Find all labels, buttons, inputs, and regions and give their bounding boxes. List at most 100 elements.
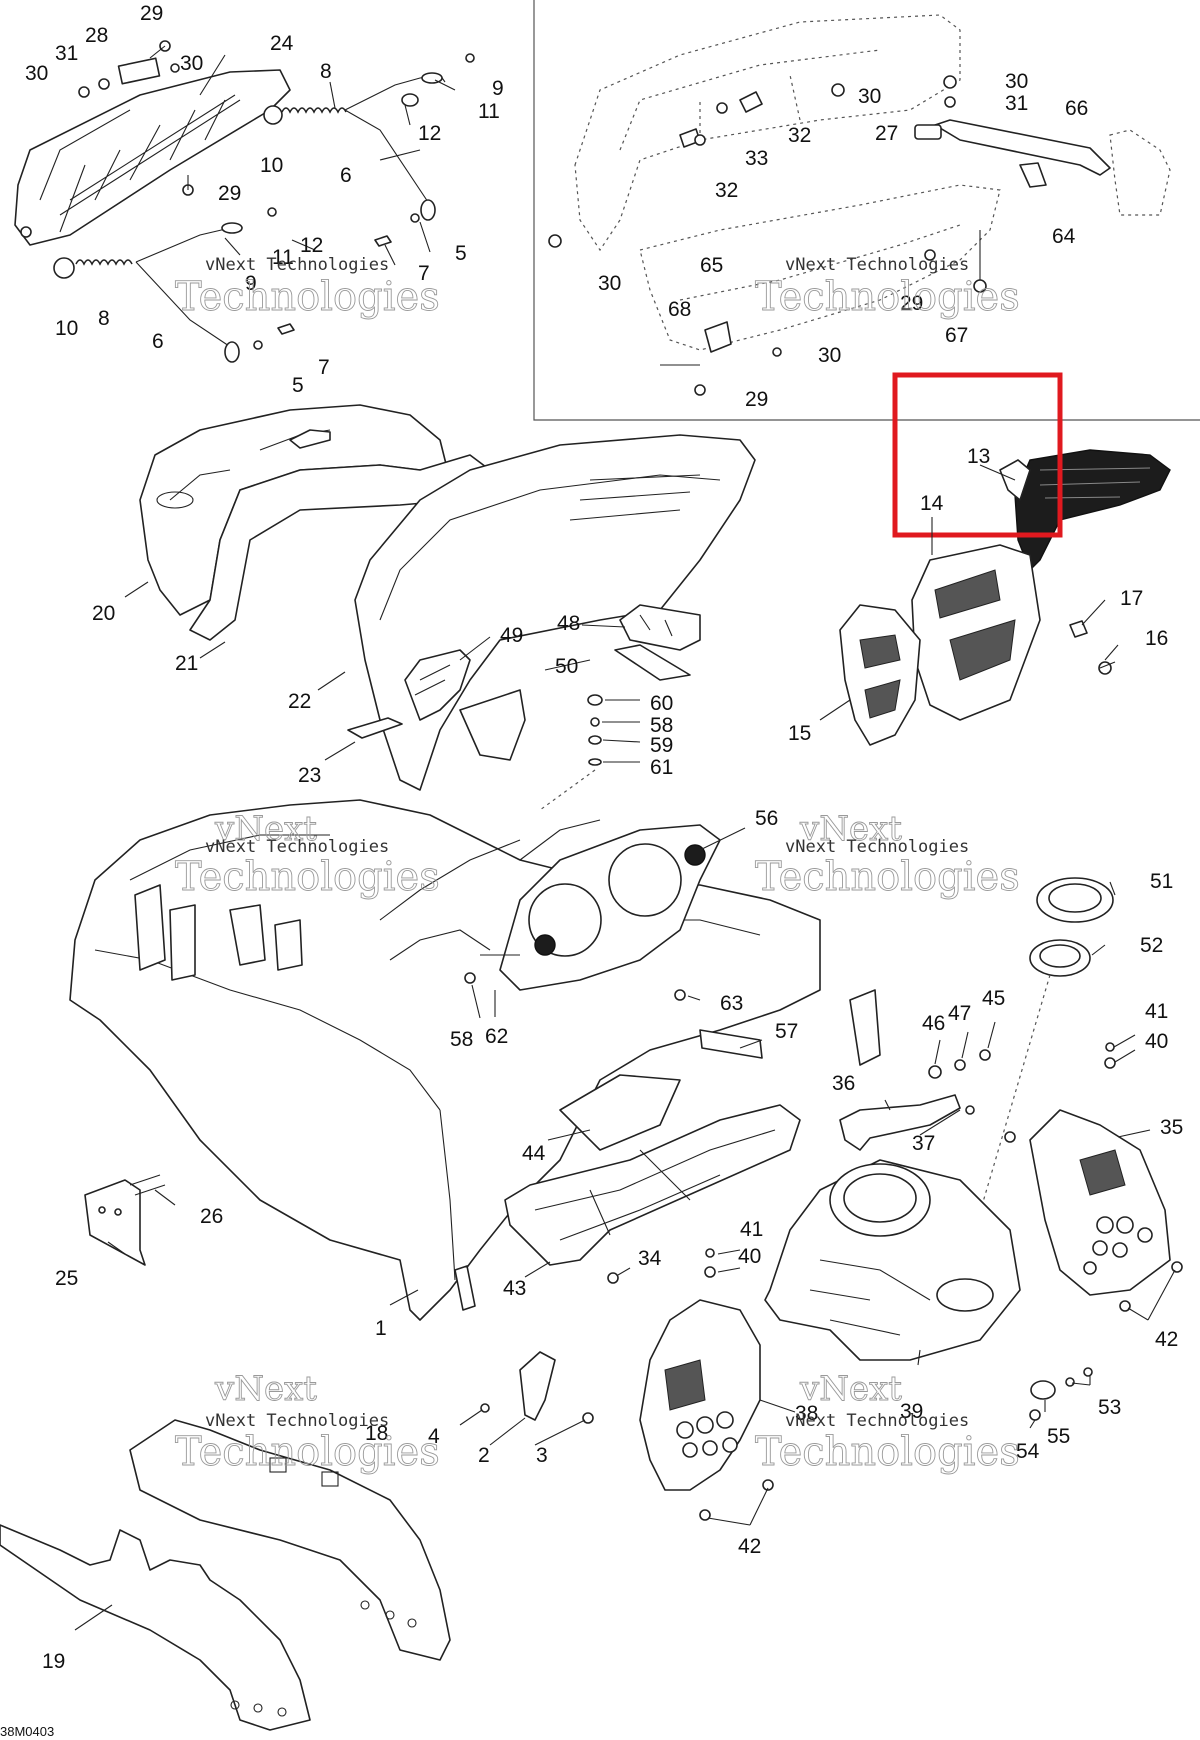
callout-12-a: 12 (418, 122, 441, 145)
part-36-bracket (839, 1049, 991, 1151)
callout-15: 15 (788, 722, 811, 745)
callout-49: 49 (500, 624, 523, 647)
callout-57: 57 (775, 1020, 798, 1043)
callout-42-a: 42 (1155, 1328, 1178, 1351)
callout-62: 62 (485, 1025, 508, 1048)
callout-64: 64 (1052, 225, 1076, 248)
callout-8-a: 8 (320, 60, 332, 83)
callout-60: 60 (650, 692, 673, 715)
highlight-box (892, 372, 1063, 538)
callout-66: 66 (1065, 97, 1088, 120)
callout-29-c: 29 (900, 292, 923, 315)
callout-30-b: 30 (180, 52, 203, 75)
parts-16-17-fasteners (1069, 620, 1116, 675)
part-38-side-panel (639, 1299, 774, 1521)
part-19-plate (0, 1524, 311, 1731)
callout-53: 53 (1098, 1396, 1121, 1419)
callout-22: 22 (288, 690, 311, 713)
callout-4: 4 (428, 1425, 440, 1448)
watermark-text-4: vNext Technologies (785, 837, 969, 857)
callout-31-b: 31 (1005, 92, 1028, 115)
callout-54: 54 (1016, 1440, 1040, 1463)
callout-30-c: 30 (1005, 70, 1028, 93)
callout-1: 1 (375, 1317, 387, 1340)
callout-41-a: 41 (1145, 1000, 1168, 1023)
callout-68: 68 (668, 298, 691, 321)
callout-8-b: 8 (98, 307, 110, 330)
callout-39: 39 (900, 1400, 923, 1423)
callout-30-d: 30 (858, 85, 881, 108)
callout-27: 27 (875, 122, 898, 145)
part-56-instrument-panel (379, 824, 721, 991)
callout-67: 67 (945, 324, 968, 347)
callout-40-a: 40 (1145, 1030, 1168, 1053)
callout-41-b: 41 (740, 1218, 763, 1241)
callout-12-b: 12 (300, 234, 323, 257)
callout-58-a: 58 (650, 714, 673, 737)
callout-37: 37 (912, 1132, 935, 1155)
callout-10-b: 10 (55, 317, 78, 340)
watermark-text-3: vNext Technologies (205, 837, 389, 857)
watermark-text-2: vNext Technologies (785, 255, 969, 275)
callout-48: 48 (557, 612, 580, 635)
callout-56: 56 (755, 807, 778, 830)
callout-51: 51 (1150, 870, 1173, 893)
watermarks: vNext Technologies Technologies vNext Te… (175, 255, 1021, 1475)
callout-30-f: 30 (818, 344, 841, 367)
callout-29-b: 29 (218, 182, 241, 205)
parts-53-54-55 (1029, 1367, 1093, 1421)
callout-9-a: 9 (492, 77, 504, 100)
callout-45: 45 (982, 987, 1005, 1010)
watermark-outline-10: Technologies (755, 1429, 1020, 1475)
part-18-plate (129, 1419, 451, 1661)
watermark-outline-5: vNext (799, 809, 902, 849)
part-43-tray (504, 1104, 801, 1284)
callout-65: 65 (700, 254, 723, 277)
callout-24: 24 (270, 32, 294, 55)
part-22-panel (354, 434, 756, 791)
watermark-text-5: vNext Technologies (205, 1411, 389, 1431)
callout-11-a: 11 (478, 100, 500, 123)
part-44-pad (559, 1074, 681, 1151)
callout-29-a: 29 (140, 2, 163, 25)
parts-58-59-60-61-stack (539, 694, 603, 811)
part-51-ring (1036, 877, 1114, 923)
inset-frame (533, 0, 1200, 421)
watermark-text-6: vNext Technologies (785, 1411, 969, 1431)
callout-59: 59 (650, 734, 673, 757)
callout-5-a: 5 (455, 242, 467, 265)
part-13-vent-cover (999, 449, 1171, 572)
callout-52: 52 (1140, 934, 1163, 957)
callout-30-e: 30 (598, 272, 621, 295)
callout-labels: 29 28 31 30 30 24 8 9 11 12 10 6 29 12 1… (25, 2, 1183, 1673)
callout-19: 19 (42, 1650, 65, 1673)
part-23-grommet (347, 717, 403, 739)
callout-31-a: 31 (55, 42, 78, 65)
springs-cables-upper (263, 53, 475, 247)
callout-11-b: 11 (272, 246, 294, 269)
part-25-26-bracket (84, 1174, 166, 1266)
watermark-outline-3: vNext (214, 809, 317, 849)
part-20-21-panels (139, 404, 491, 641)
watermark-outline-2: Technologies (755, 274, 1020, 320)
callout-34: 34 (638, 1247, 662, 1270)
callout-7-a: 7 (418, 262, 430, 285)
callout-17: 17 (1120, 587, 1143, 610)
part-35-side-panel (1004, 1109, 1183, 1312)
callout-18: 18 (365, 1422, 388, 1445)
callout-7-b: 7 (318, 356, 330, 379)
callout-6-a: 6 (340, 164, 352, 187)
callout-32-b: 32 (715, 179, 738, 202)
watermark-outline-4: Technologies (175, 854, 440, 900)
callout-29-d: 29 (745, 388, 768, 411)
callout-61: 61 (650, 756, 673, 779)
callout-63: 63 (720, 992, 743, 1015)
callout-47: 47 (948, 1002, 971, 1025)
callout-36: 36 (832, 1072, 855, 1095)
callout-10-a: 10 (260, 154, 283, 177)
callout-14: 14 (920, 492, 944, 515)
callout-32-a: 32 (788, 124, 811, 147)
callout-26: 26 (200, 1205, 223, 1228)
callout-55: 55 (1047, 1425, 1070, 1448)
part-39-console (764, 1159, 1021, 1361)
